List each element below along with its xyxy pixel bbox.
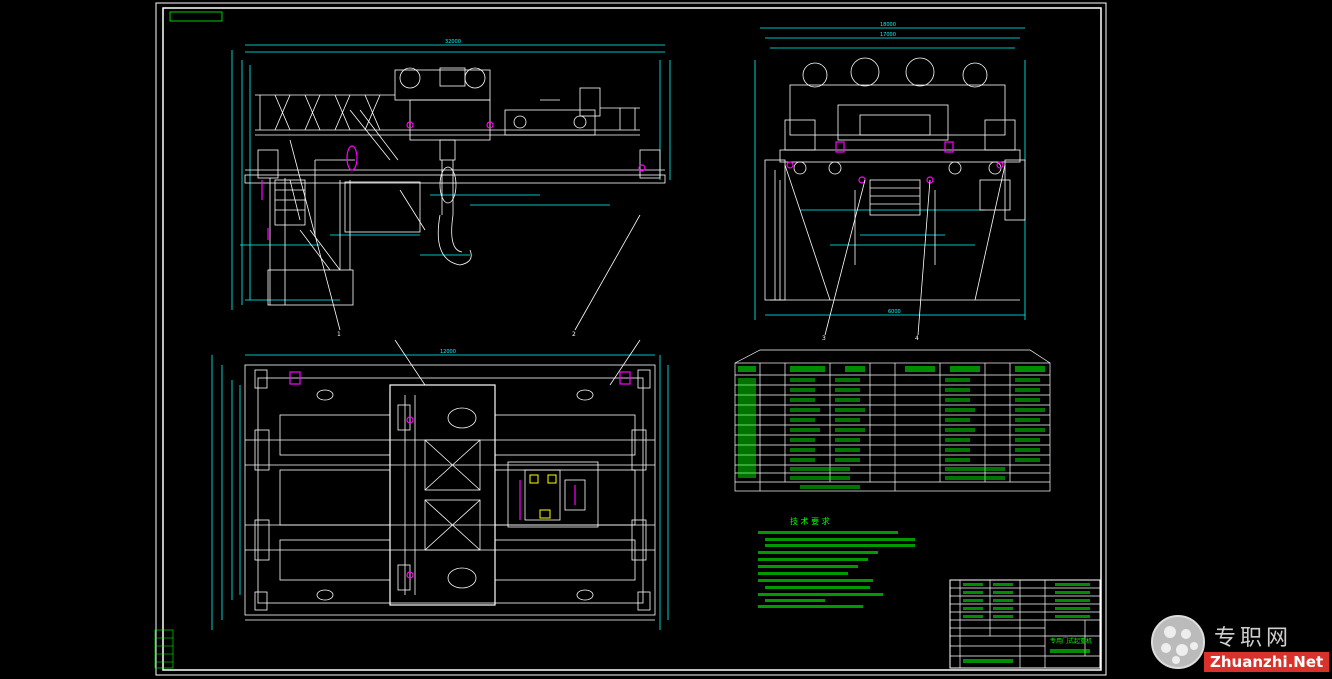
outer-frame <box>155 2 1107 676</box>
view-label-3: 3 <box>822 335 826 342</box>
title-block-name: 专用门式起重机 <box>1050 637 1092 645</box>
tech-requirements-title: 技 术 要 求 <box>790 516 830 526</box>
technical-requirements: 技 术 要 求 <box>758 516 915 608</box>
view-label-1: 1 <box>337 331 341 338</box>
watermark-chinese: 专职网 <box>1214 626 1293 651</box>
corner-stamp <box>169 11 223 22</box>
front-elevation-view <box>231 44 671 331</box>
dim-label: 6000 <box>888 309 901 315</box>
dim-label: 18000 <box>880 22 896 28</box>
side-elevation-view <box>754 27 1026 336</box>
plan-view <box>211 339 669 630</box>
watermark-logo-icon <box>1151 615 1205 669</box>
revision-strip <box>154 629 174 669</box>
dim-label: 12000 <box>440 349 456 355</box>
dim-label: 32000 <box>445 39 461 45</box>
view-label-4: 4 <box>915 335 919 342</box>
inner-frame <box>162 7 1102 671</box>
view-label-2: 2 <box>572 331 576 338</box>
parameter-table <box>734 349 1051 492</box>
dim-label: 17000 <box>880 32 896 38</box>
title-block: 专用门式起重机 <box>949 579 1101 669</box>
dimension-labels: 32000 17000 18000 6000 12000 <box>440 22 901 355</box>
watermark-english[interactable]: Zhuanzhi.Net <box>1204 652 1330 672</box>
view-labels: 1 2 3 4 <box>337 331 919 342</box>
